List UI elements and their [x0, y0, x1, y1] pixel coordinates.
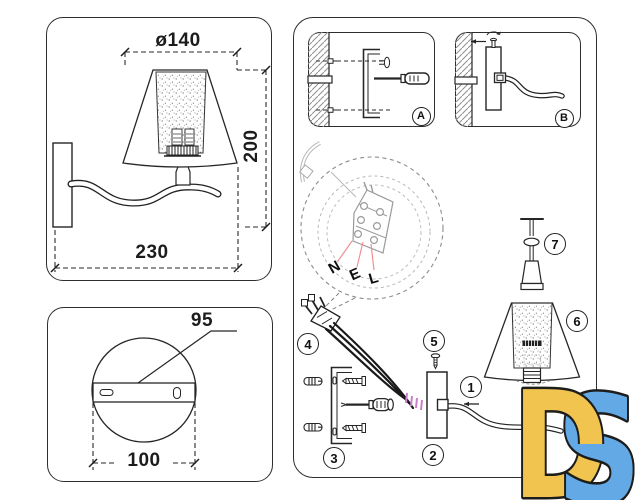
wall-anchor-icon — [303, 376, 323, 432]
ghost-cable-sketch — [298, 141, 357, 198]
part-callout-2: 2 — [422, 444, 444, 466]
backplate-drawing — [88, 330, 237, 470]
wire-strip-marks — [405, 392, 423, 411]
part-callout-7: 7 — [544, 233, 566, 255]
logo-letter-s-front: S — [557, 364, 641, 500]
dim-label-height: 200 — [241, 129, 262, 163]
screw-icon — [327, 58, 339, 113]
wires — [324, 321, 415, 410]
wall-tab — [307, 75, 333, 84]
wire-connector — [301, 294, 341, 332]
lamp-side-view-drawing — [50, 47, 271, 273]
step-b-drawing — [454, 31, 565, 127]
dim-label-bracket-length: 95 — [190, 310, 214, 331]
leader-line-95 — [137, 330, 237, 384]
arm-knob — [436, 398, 449, 411]
wiring-callout-balloon — [298, 141, 444, 313]
part-callout-4: 4 — [297, 333, 319, 355]
side-view-panel — [46, 17, 272, 281]
screwdriver-icon — [340, 397, 394, 412]
screw-head-icon — [379, 56, 391, 69]
dim-label-diameter: ø140 — [155, 30, 201, 51]
screwdriver-icon — [374, 72, 430, 85]
screw-icon — [341, 376, 366, 433]
logo-letter-d: D — [512, 361, 608, 500]
dim-label-plate-width: 100 — [116, 451, 172, 471]
finial-rod — [520, 218, 544, 291]
backplate-circle — [91, 337, 197, 443]
arm-knob — [493, 72, 507, 84]
mounting-bracket-bar — [92, 382, 196, 403]
logo-letter-s: S — [557, 364, 641, 500]
bulb-socket — [164, 128, 201, 157]
dimension-lines — [54, 51, 267, 272]
terminal-block-detail — [352, 181, 394, 254]
installation-panel — [293, 17, 597, 478]
lamp-shade — [483, 302, 581, 385]
ds-logo-watermark: S D S — [510, 359, 643, 500]
part-callout-3: 3 — [323, 447, 345, 469]
wall-tab — [454, 76, 478, 85]
terminal-leader-lines — [337, 240, 375, 271]
small-screw-icon — [430, 353, 441, 370]
exploded-parts — [301, 218, 581, 445]
step-a-drawing — [307, 32, 430, 127]
part-callout-1: 1 — [460, 376, 482, 398]
part-callout-5: 5 — [423, 330, 445, 352]
dim-label-width: 230 — [135, 242, 169, 263]
backplate-view-panel — [47, 307, 273, 482]
top-screw-icon — [486, 31, 502, 48]
dimension-ticks — [50, 47, 271, 273]
step-a-badge: A — [411, 106, 431, 126]
mounting-bracket — [330, 366, 352, 445]
step-b-badge: B — [554, 108, 574, 128]
part-callout-6: 6 — [566, 310, 588, 332]
mounting-bracket — [362, 48, 380, 119]
